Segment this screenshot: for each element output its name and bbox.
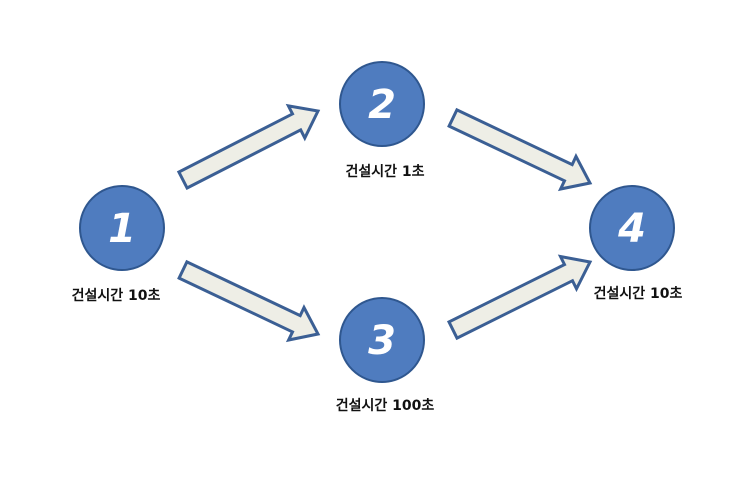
node-3: 3 건설시간 100초: [336, 297, 435, 414]
node-2: 2 건설시간 1초: [339, 61, 425, 180]
node-1-label: 건설시간 10초: [72, 287, 161, 304]
node-4-circle: [589, 185, 675, 271]
node-1-number: 1: [108, 206, 136, 252]
node-2-number: 2: [368, 82, 396, 128]
arrows: [176, 103, 593, 343]
node-1-circle: [79, 185, 165, 271]
arrow-1-to-2: [176, 103, 321, 191]
node-3-number: 3: [368, 318, 396, 364]
arrow-1-to-3: [177, 259, 321, 343]
arrow-2-to-4: [447, 107, 593, 192]
node-3-circle: [339, 297, 425, 383]
node-1: 1 건설시간 10초: [72, 185, 165, 304]
node-4-label: 건설시간 10초: [594, 285, 683, 302]
node-2-circle: [339, 61, 425, 147]
arrow-3-to-4: [446, 254, 593, 341]
node-4: 4 건설시간 10초: [589, 185, 683, 302]
node-3-label: 건설시간 100초: [336, 397, 435, 414]
node-4-number: 4: [617, 206, 646, 252]
node-2-label: 건설시간 1초: [345, 163, 424, 180]
